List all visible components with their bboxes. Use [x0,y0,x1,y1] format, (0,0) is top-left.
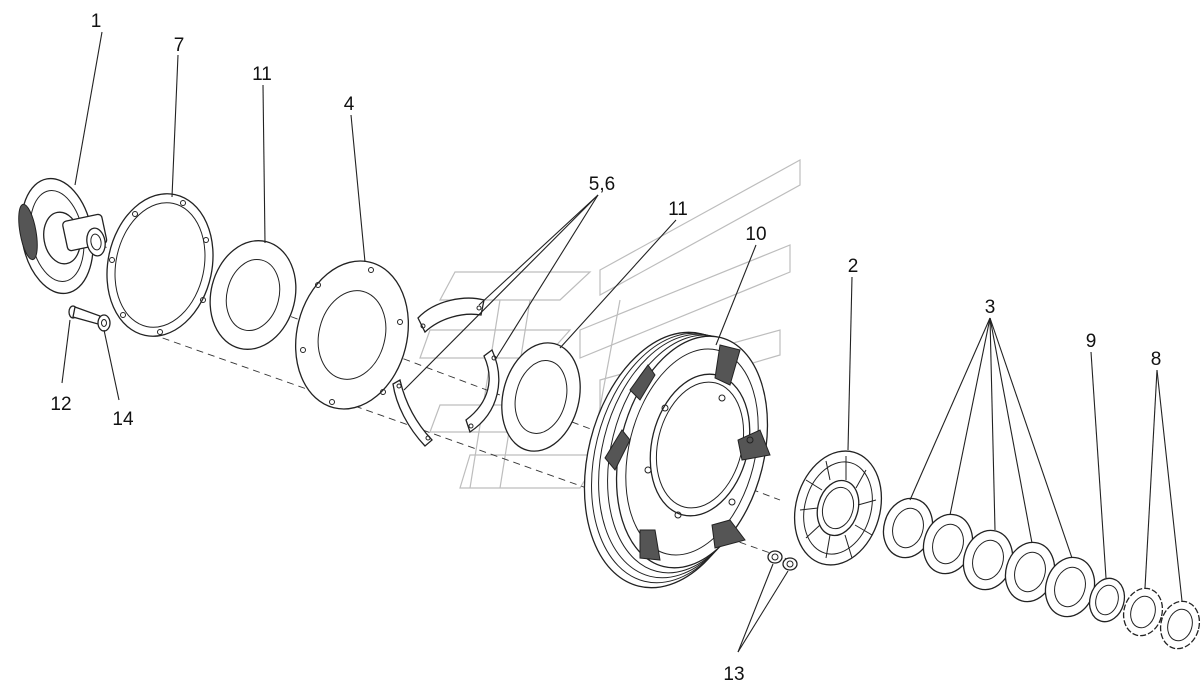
part-11-friction-disc-left [209,240,297,350]
callout-14: 14 [112,409,134,430]
part-2-vaned-plate [793,450,883,566]
callout-9: 9 [1086,331,1097,352]
part-9-bushing [1088,577,1126,623]
callout-3: 3 [985,297,996,318]
callout-11-right: 11 [668,199,688,220]
callout-7: 7 [174,35,185,56]
callout-5-6: 5,6 [589,174,615,195]
part-10-pulley [583,331,771,589]
part-12-bolt [68,305,101,325]
callout-13: 13 [723,664,744,685]
part-14-washer [97,314,111,332]
part-7-gasket [106,193,214,337]
part-11-friction-disc-right [501,342,581,452]
part-1-hub [18,177,108,295]
part-8-lock-rings [1122,587,1201,650]
callout-2: 2 [848,256,859,277]
assembly-axis-lower [139,329,791,561]
leader-lines [61,31,1183,653]
callout-11-left: 11 [252,64,272,85]
part-4-pressure-plate [294,260,410,410]
callout-8: 8 [1151,349,1162,370]
part-3-rings [882,497,1096,618]
part-13-nuts [767,550,798,571]
callout-12: 12 [50,394,71,415]
callout-1: 1 [91,11,102,32]
callout-10: 10 [745,224,766,245]
callout-4: 4 [344,94,355,115]
